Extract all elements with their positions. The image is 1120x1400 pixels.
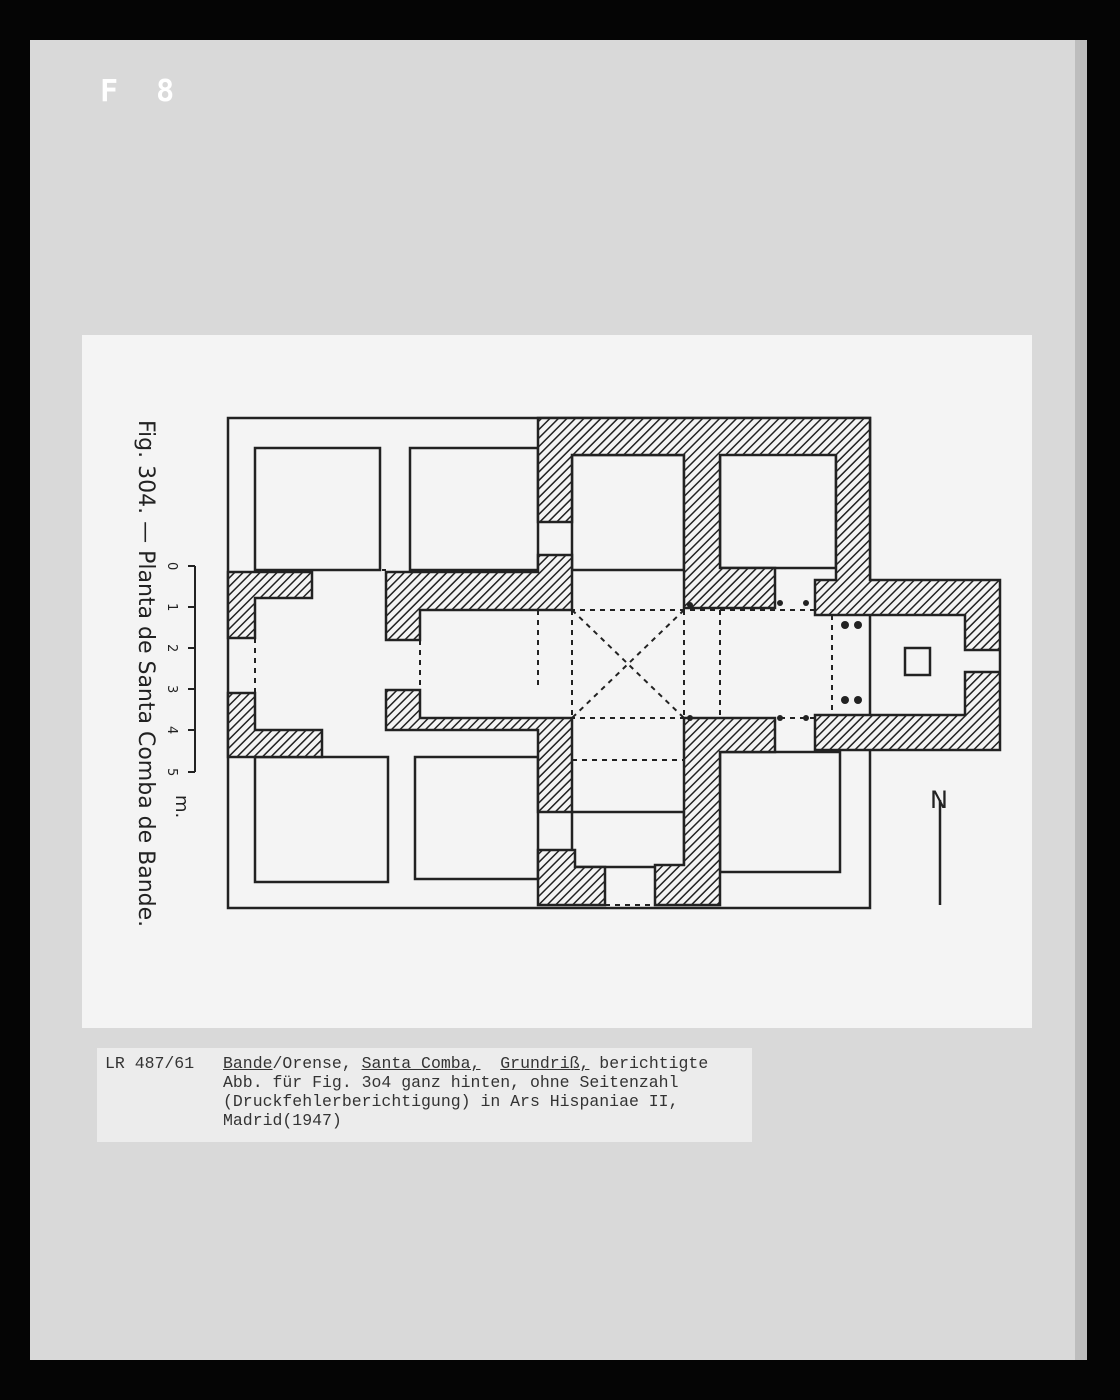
svg-text:N: N <box>930 786 948 814</box>
scale-tick-label: 1 <box>164 603 179 611</box>
card-edge <box>1075 40 1087 1360</box>
scale-tick-label: 2 <box>164 644 179 652</box>
hatched-walls <box>226 416 1002 907</box>
sheet-label: F 8 <box>100 74 185 109</box>
catalog-label: LR 487/61 Bande/Orense, Santa Comba, Gru… <box>97 1048 752 1142</box>
altar <box>903 646 932 677</box>
scale-tick-label: 4 <box>164 726 179 734</box>
scale-tick-label: 3 <box>164 685 179 693</box>
columns <box>687 600 862 721</box>
catalog-description: Bande/Orense, Santa Comba, Grundriß, ber… <box>223 1054 709 1130</box>
catalog-reference: LR 487/61 <box>105 1054 195 1073</box>
scale-labels: 0 1 2 3 4 5 m. <box>164 562 192 818</box>
scale-tick-label: 0 <box>164 562 179 570</box>
scale-unit: m. <box>171 795 192 818</box>
north-arrow: N <box>930 786 948 905</box>
scale-bar <box>188 565 196 773</box>
scale-tick-label: 5 <box>164 768 179 776</box>
